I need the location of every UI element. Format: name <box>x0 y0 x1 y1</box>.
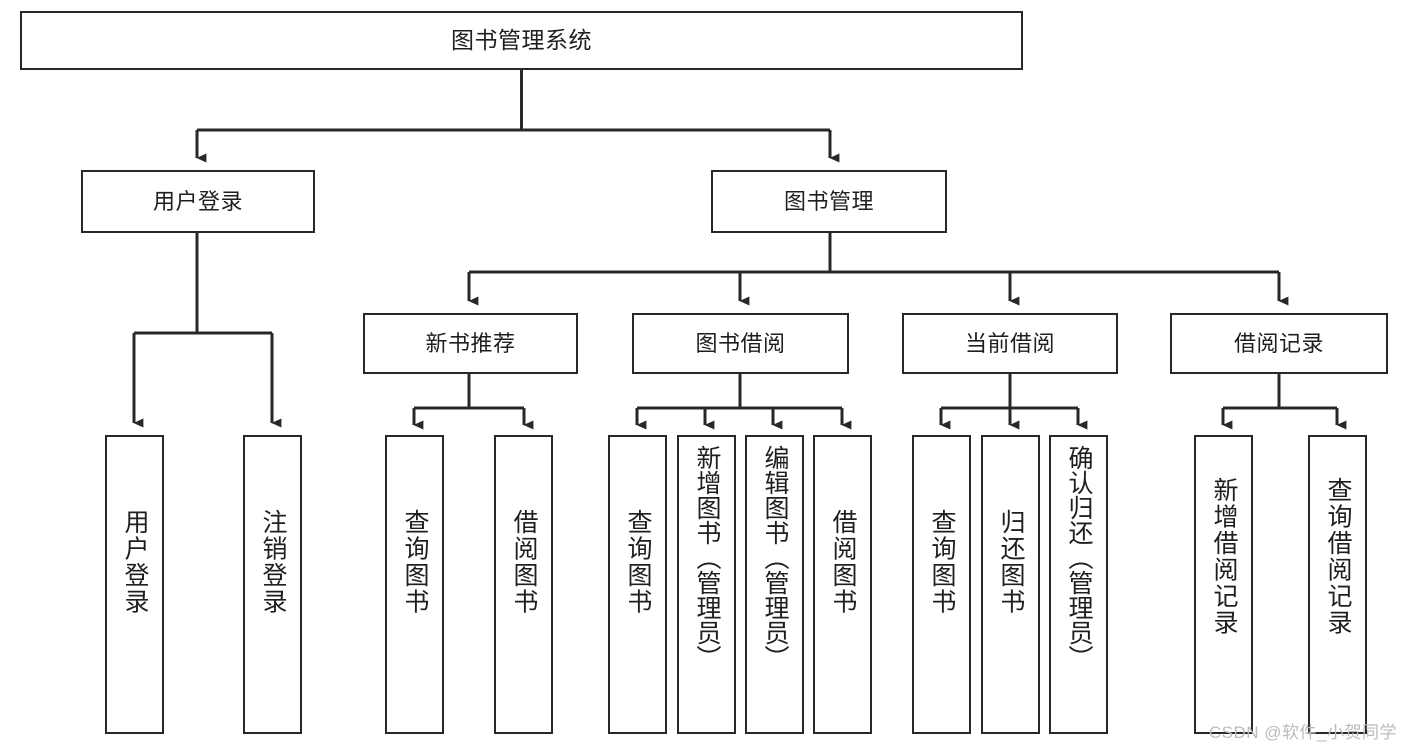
node-label: 编辑图书（管理员） <box>761 445 789 670</box>
leaf-user-login-login[interactable]: 用户登录 <box>105 435 164 734</box>
node-user-login[interactable]: 用户登录 <box>81 170 315 233</box>
node-label: 图书借阅 <box>695 330 786 356</box>
node-label: 归还图书 <box>997 509 1025 615</box>
leaf-book-borrow-query-books[interactable]: 查询图书 <box>608 435 667 734</box>
node-label: 查询图书 <box>401 509 429 615</box>
node-label: 用户登录 <box>152 188 243 214</box>
csdn-watermark: CSDN @软件_小贺同学 <box>1208 723 1397 742</box>
leaf-book-borrow-edit-book-admin[interactable]: 编辑图书（管理员） <box>745 435 804 734</box>
leaf-current-borrow-return-books[interactable]: 归还图书 <box>981 435 1040 734</box>
node-label: 借阅记录 <box>1233 330 1324 356</box>
node-borrow-record[interactable]: 借阅记录 <box>1170 313 1388 374</box>
leaf-book-borrow-borrow-books[interactable]: 借阅图书 <box>813 435 872 734</box>
node-label: 借阅图书 <box>510 509 538 615</box>
node-label: 借阅图书 <box>829 509 857 615</box>
node-label: 图书管理 <box>783 188 874 214</box>
node-label: 当前借阅 <box>964 330 1055 356</box>
node-book-borrow[interactable]: 图书借阅 <box>632 313 849 374</box>
node-label: 用户登录 <box>121 509 149 615</box>
node-book-management[interactable]: 图书管理 <box>711 170 947 233</box>
leaf-new-book-borrow-books[interactable]: 借阅图书 <box>494 435 553 734</box>
node-label: 新书推荐 <box>425 330 516 356</box>
node-label: 注销登录 <box>259 509 287 615</box>
leaf-new-book-query-books[interactable]: 查询图书 <box>385 435 444 734</box>
node-label: 查询借阅记录 <box>1324 477 1352 636</box>
node-label: 图书管理系统 <box>451 26 592 53</box>
leaf-book-borrow-add-book-admin[interactable]: 新增图书（管理员） <box>677 435 736 734</box>
node-label: 查询图书 <box>928 509 956 615</box>
leaf-user-login-logout[interactable]: 注销登录 <box>243 435 302 734</box>
node-label: 新增借阅记录 <box>1210 477 1238 636</box>
node-new-book-recommend[interactable]: 新书推荐 <box>363 313 578 374</box>
node-label: 新增图书（管理员） <box>693 445 721 670</box>
node-root-book-management-system[interactable]: 图书管理系统 <box>20 11 1023 70</box>
leaf-current-borrow-query-books[interactable]: 查询图书 <box>912 435 971 734</box>
leaf-borrow-record-query-record[interactable]: 查询借阅记录 <box>1308 435 1367 734</box>
node-label: 确认归还（管理员） <box>1065 445 1093 670</box>
leaf-borrow-record-add-record[interactable]: 新增借阅记录 <box>1194 435 1253 734</box>
node-label: 查询图书 <box>624 509 652 615</box>
node-current-borrow[interactable]: 当前借阅 <box>902 313 1118 374</box>
leaf-current-borrow-confirm-return-admin[interactable]: 确认归还（管理员） <box>1049 435 1108 734</box>
